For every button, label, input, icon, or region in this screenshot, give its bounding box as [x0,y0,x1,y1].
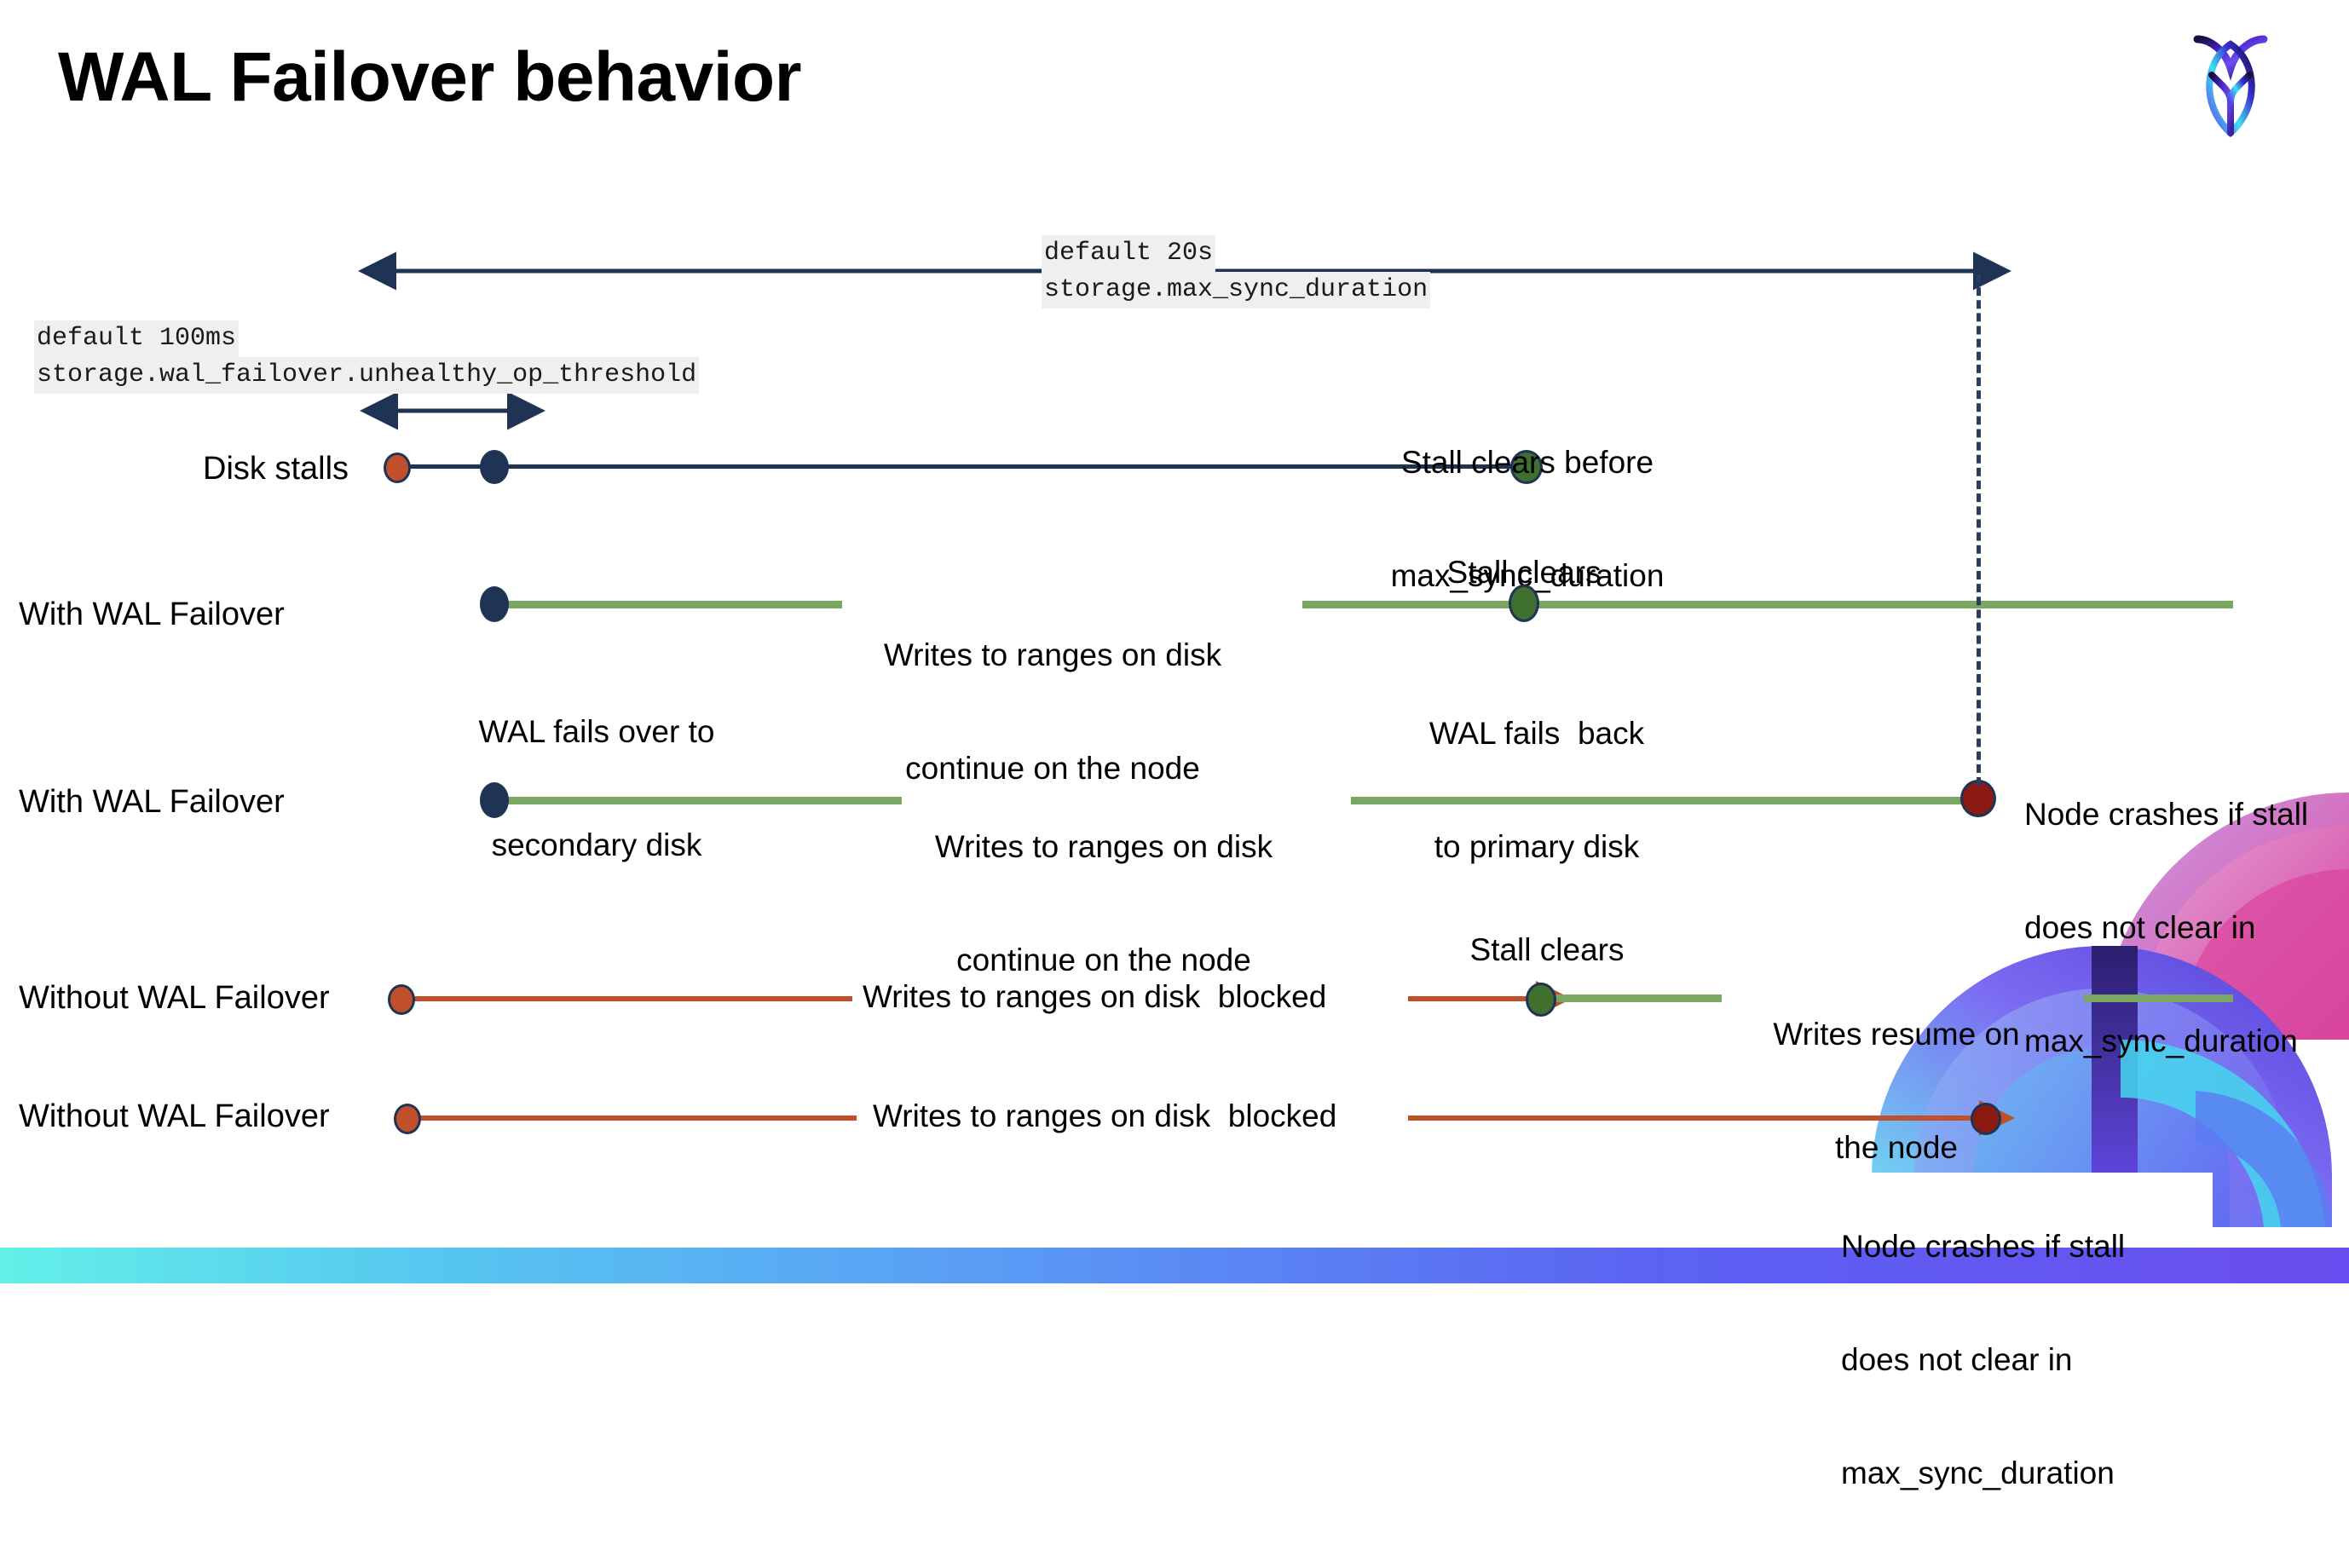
row3-writes-line2: continue on the node [956,942,1251,977]
max-sync-duration-annotation: default 20s storage.max_sync_duration [1042,235,1431,308]
row3-timeline-green-left [493,797,902,804]
row-label-with-wal-failover-1: With WAL Failover [19,597,285,632]
row3-writes-note: Writes to ranges on disk continue on the… [912,752,1296,1055]
row4-stall-clears-note: Stall clears [1469,932,1625,967]
row2-timeline-green-left [493,601,842,608]
row4-timeline-red [409,996,852,1001]
row4-stall-start-dot [388,984,415,1015]
row4-resume-note: Writes resume on the node [1756,940,2037,1242]
row1-failover-dot [480,450,509,484]
row3-writes-line1: Writes to ranges on disk [934,828,1273,864]
max-sync-duration-dashed-connector [1977,274,1981,786]
row-label-with-wal-failover-2: With WAL Failover [19,784,285,820]
row5-crash-line2: does not clear in [1841,1341,2073,1377]
row2-failover-line1: WAL fails over to [478,713,715,749]
row3-crash-line1: Node crashes if stall [2024,796,2309,832]
row2-timeline-green-right [1302,601,2233,608]
row3-crash-note: Node crashes if stall does not clear in … [2024,720,2348,1136]
row2-failover-dot [480,586,509,622]
row2-writes-line1: Writes to ranges on disk [883,637,1222,672]
row5-stall-start-dot [394,1104,421,1134]
row3-crash-line3: max_sync_duration [2024,1023,2298,1059]
row5-crash-line3: max_sync_duration [1841,1456,2115,1491]
row2-failback-note: WAL fails back to primary disk [1379,639,1694,942]
row4-timeline-green-far [2084,994,2233,1002]
row5-timeline-red [418,1115,857,1121]
row-label-without-wal-failover-2: Without WAL Failover [19,1098,330,1134]
row5-node-crash-dot [1971,1103,2001,1135]
row4-stall-clear-dot [1526,983,1556,1017]
unhealthy-default-label: default 100ms [34,320,240,357]
row2-stall-clear-dot [1509,585,1539,622]
page-title: WAL Failover behavior [58,38,802,116]
row-label-without-wal-failover-1: Without WAL Failover [19,980,330,1016]
row5-crash-note: Node crashes if stall does not clear in … [1841,1152,2182,1568]
row4-resume-line2: the node [1834,1129,1959,1165]
row2-writes-note: Writes to ranges on disk continue on the… [861,561,1244,863]
row4-blocked-note: Writes to ranges on disk blocked [863,979,1327,1014]
row3-crash-line2: does not clear in [2024,909,2256,945]
row3-failover-dot [480,782,509,818]
unhealthy-op-threshold-annotation: default 100ms storage.wal_failover.unhea… [34,320,700,394]
row4-resume-line1: Writes resume on [1773,1016,2020,1052]
cockroachdb-logo-icon [2184,27,2277,138]
row2-failback-line1: WAL fails back [1428,715,1645,751]
row1-timeline-navy [397,464,1524,469]
row5-blocked-note: Writes to ranges on disk blocked [873,1098,1337,1133]
bottom-gradient-bar [0,1248,2349,1283]
row3-timeline-green-right [1351,797,1982,804]
row2-failover-line2: secondary disk [491,827,702,862]
row1-stall-start-dot [384,453,411,483]
row1-note-line1: Stall clears before [1400,444,1654,480]
row2-failback-line2: to primary disk [1434,828,1640,864]
row2-writes-line2: continue on the node [905,750,1200,786]
row1-note: Stall clears before max_sync_duration [1348,368,1706,671]
row5-crash-line1: Node crashes if stall [1841,1228,2126,1264]
unhealthy-setting-label: storage.wal_failover.unhealthy_op_thresh… [34,356,700,394]
row2-failover-note: WAL fails over to secondary disk [435,637,759,940]
row4-timeline-green [1551,994,1722,1002]
max-sync-setting-label: storage.max_sync_duration [1042,271,1431,308]
slide-canvas: WAL Failover behavior [0,27,2349,1491]
row2-stall-clears-note: Stall clears [1446,555,1602,590]
row1-stall-clear-dot [1510,450,1543,484]
max-sync-default-label: default 20s [1042,235,1216,272]
row-label-disk-stalls: Disk stalls [203,451,349,487]
